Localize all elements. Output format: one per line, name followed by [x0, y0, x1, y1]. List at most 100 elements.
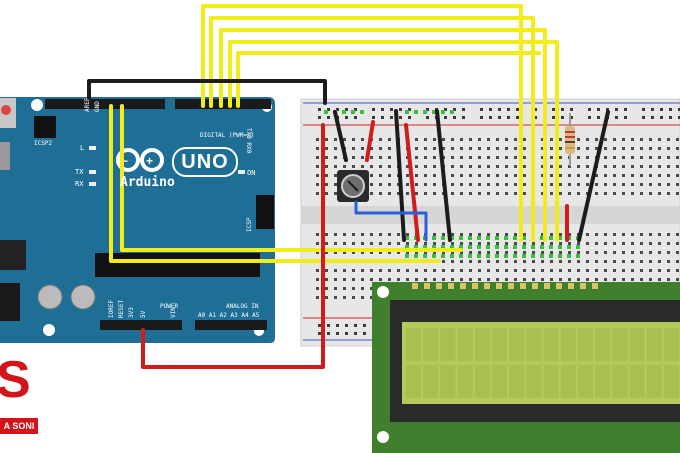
- breadboard-hole-active: [450, 254, 454, 258]
- breadboard-hole: [507, 116, 510, 119]
- breadboard-hole: [658, 174, 661, 177]
- breadboard-hole-active: [423, 245, 427, 249]
- lcd-pin: [580, 283, 586, 289]
- breadboard-hole: [361, 233, 364, 236]
- breadboard-hole: [613, 260, 616, 263]
- breadboard-hole: [631, 138, 634, 141]
- breadboard-hole: [316, 278, 319, 281]
- breadboard-hole: [613, 278, 616, 281]
- breadboard-hole: [514, 278, 517, 281]
- breadboard-hole: [667, 183, 670, 186]
- breadboard-hole: [658, 242, 661, 245]
- breadboard-hole: [631, 233, 634, 236]
- breadboard-hole: [649, 242, 652, 245]
- lcd-character-cell: [440, 365, 456, 398]
- breadboard-hole: [388, 138, 391, 141]
- breadboard-hole: [408, 108, 411, 111]
- breadboard-hole: [523, 165, 526, 168]
- breadboard-hole: [370, 269, 373, 272]
- breadboard-hole: [505, 174, 508, 177]
- breadboard-hole: [532, 242, 535, 245]
- breadboard-hole: [595, 183, 598, 186]
- watermark-caption: A SONI: [0, 418, 38, 434]
- breadboard-hole-active: [495, 245, 499, 249]
- breadboard-hole: [334, 192, 337, 195]
- lcd-character-cell: [509, 365, 525, 398]
- wire-yellow-d11: [109, 104, 441, 263]
- breadboard-hole: [523, 192, 526, 195]
- breadboard-hole: [478, 165, 481, 168]
- breadboard-hole-active: [441, 254, 445, 258]
- breadboard-hole: [550, 242, 553, 245]
- breadboard-hole: [433, 192, 436, 195]
- breadboard-hole: [523, 233, 526, 236]
- breadboard-hole-active: [540, 245, 544, 249]
- breadboard-hole: [678, 116, 680, 119]
- wire-red-pot: [365, 120, 375, 162]
- breadboard-hole: [586, 138, 589, 141]
- led-l-label: L: [80, 144, 85, 152]
- breadboard-hole-active: [549, 254, 553, 258]
- breadboard-hole: [667, 260, 670, 263]
- breadboard-hole: [345, 108, 348, 111]
- breadboard-hole: [433, 242, 436, 245]
- breadboard-hole: [487, 260, 490, 263]
- breadboard-hole: [352, 147, 355, 150]
- header-analog-side: [45, 99, 165, 109]
- wire-yellow-d2b: [236, 51, 541, 108]
- breadboard-hole: [316, 183, 319, 186]
- breadboard-hole-active: [468, 254, 472, 258]
- breadboard-hole: [496, 156, 499, 159]
- breadboard-hole: [658, 147, 661, 150]
- breadboard-hole-active: [495, 236, 499, 240]
- breadboard-hole-active: [414, 254, 418, 258]
- wire-yellow-d4: [209, 16, 535, 242]
- lcd-character-cell: [423, 365, 439, 398]
- breadboard-hole: [604, 183, 607, 186]
- lcd-character-cell: [664, 328, 679, 361]
- lcd-pin: [532, 283, 538, 289]
- breadboard-hole: [640, 174, 643, 177]
- lcd-pin: [520, 283, 526, 289]
- breadboard-hole-active: [477, 254, 481, 258]
- breadboard-hole: [496, 233, 499, 236]
- breadboard-hole: [496, 174, 499, 177]
- breadboard-hole: [541, 183, 544, 186]
- breadboard-hole: [577, 165, 580, 168]
- breadboard-hole: [496, 260, 499, 263]
- breadboard-hole: [577, 269, 580, 272]
- wire-yellow-d3: [219, 28, 547, 242]
- breadboard-hole: [379, 174, 382, 177]
- breadboard-hole: [370, 251, 373, 254]
- breadboard-hole: [316, 251, 319, 254]
- breadboard-hole: [487, 147, 490, 150]
- breadboard-hole: [451, 251, 454, 254]
- ioref-label: IOREF: [108, 299, 115, 318]
- breadboard-hole: [541, 174, 544, 177]
- breadboard-hole: [343, 233, 346, 236]
- arduino-uno-board: − +: [0, 97, 275, 343]
- breadboard-hole: [669, 108, 672, 111]
- breadboard-hole-active: [486, 245, 490, 249]
- wire-black-vss: [394, 109, 406, 242]
- breadboard-hole: [649, 183, 652, 186]
- breadboard-hole-active: [360, 110, 364, 114]
- icsp2-label: ICSP2: [34, 140, 53, 147]
- breadboard-hole: [640, 156, 643, 159]
- breadboard-hole: [595, 138, 598, 141]
- breadboard-hole: [622, 251, 625, 254]
- breadboard-hole: [642, 116, 645, 119]
- breadboard-hole: [316, 242, 319, 245]
- breadboard-hole: [550, 174, 553, 177]
- breadboard-hole: [469, 242, 472, 245]
- breadboard-hole: [541, 233, 544, 236]
- breadboard-hole: [334, 156, 337, 159]
- breadboard-hole: [559, 147, 562, 150]
- lcd-character-cell: [612, 365, 628, 398]
- breadboard-hole: [336, 332, 339, 335]
- watermark-letter: S: [0, 351, 31, 409]
- power-label: POWER: [160, 303, 179, 310]
- lcd-character-cell: [664, 365, 679, 398]
- breadboard-hole: [379, 183, 382, 186]
- breadboard-hole: [334, 296, 337, 299]
